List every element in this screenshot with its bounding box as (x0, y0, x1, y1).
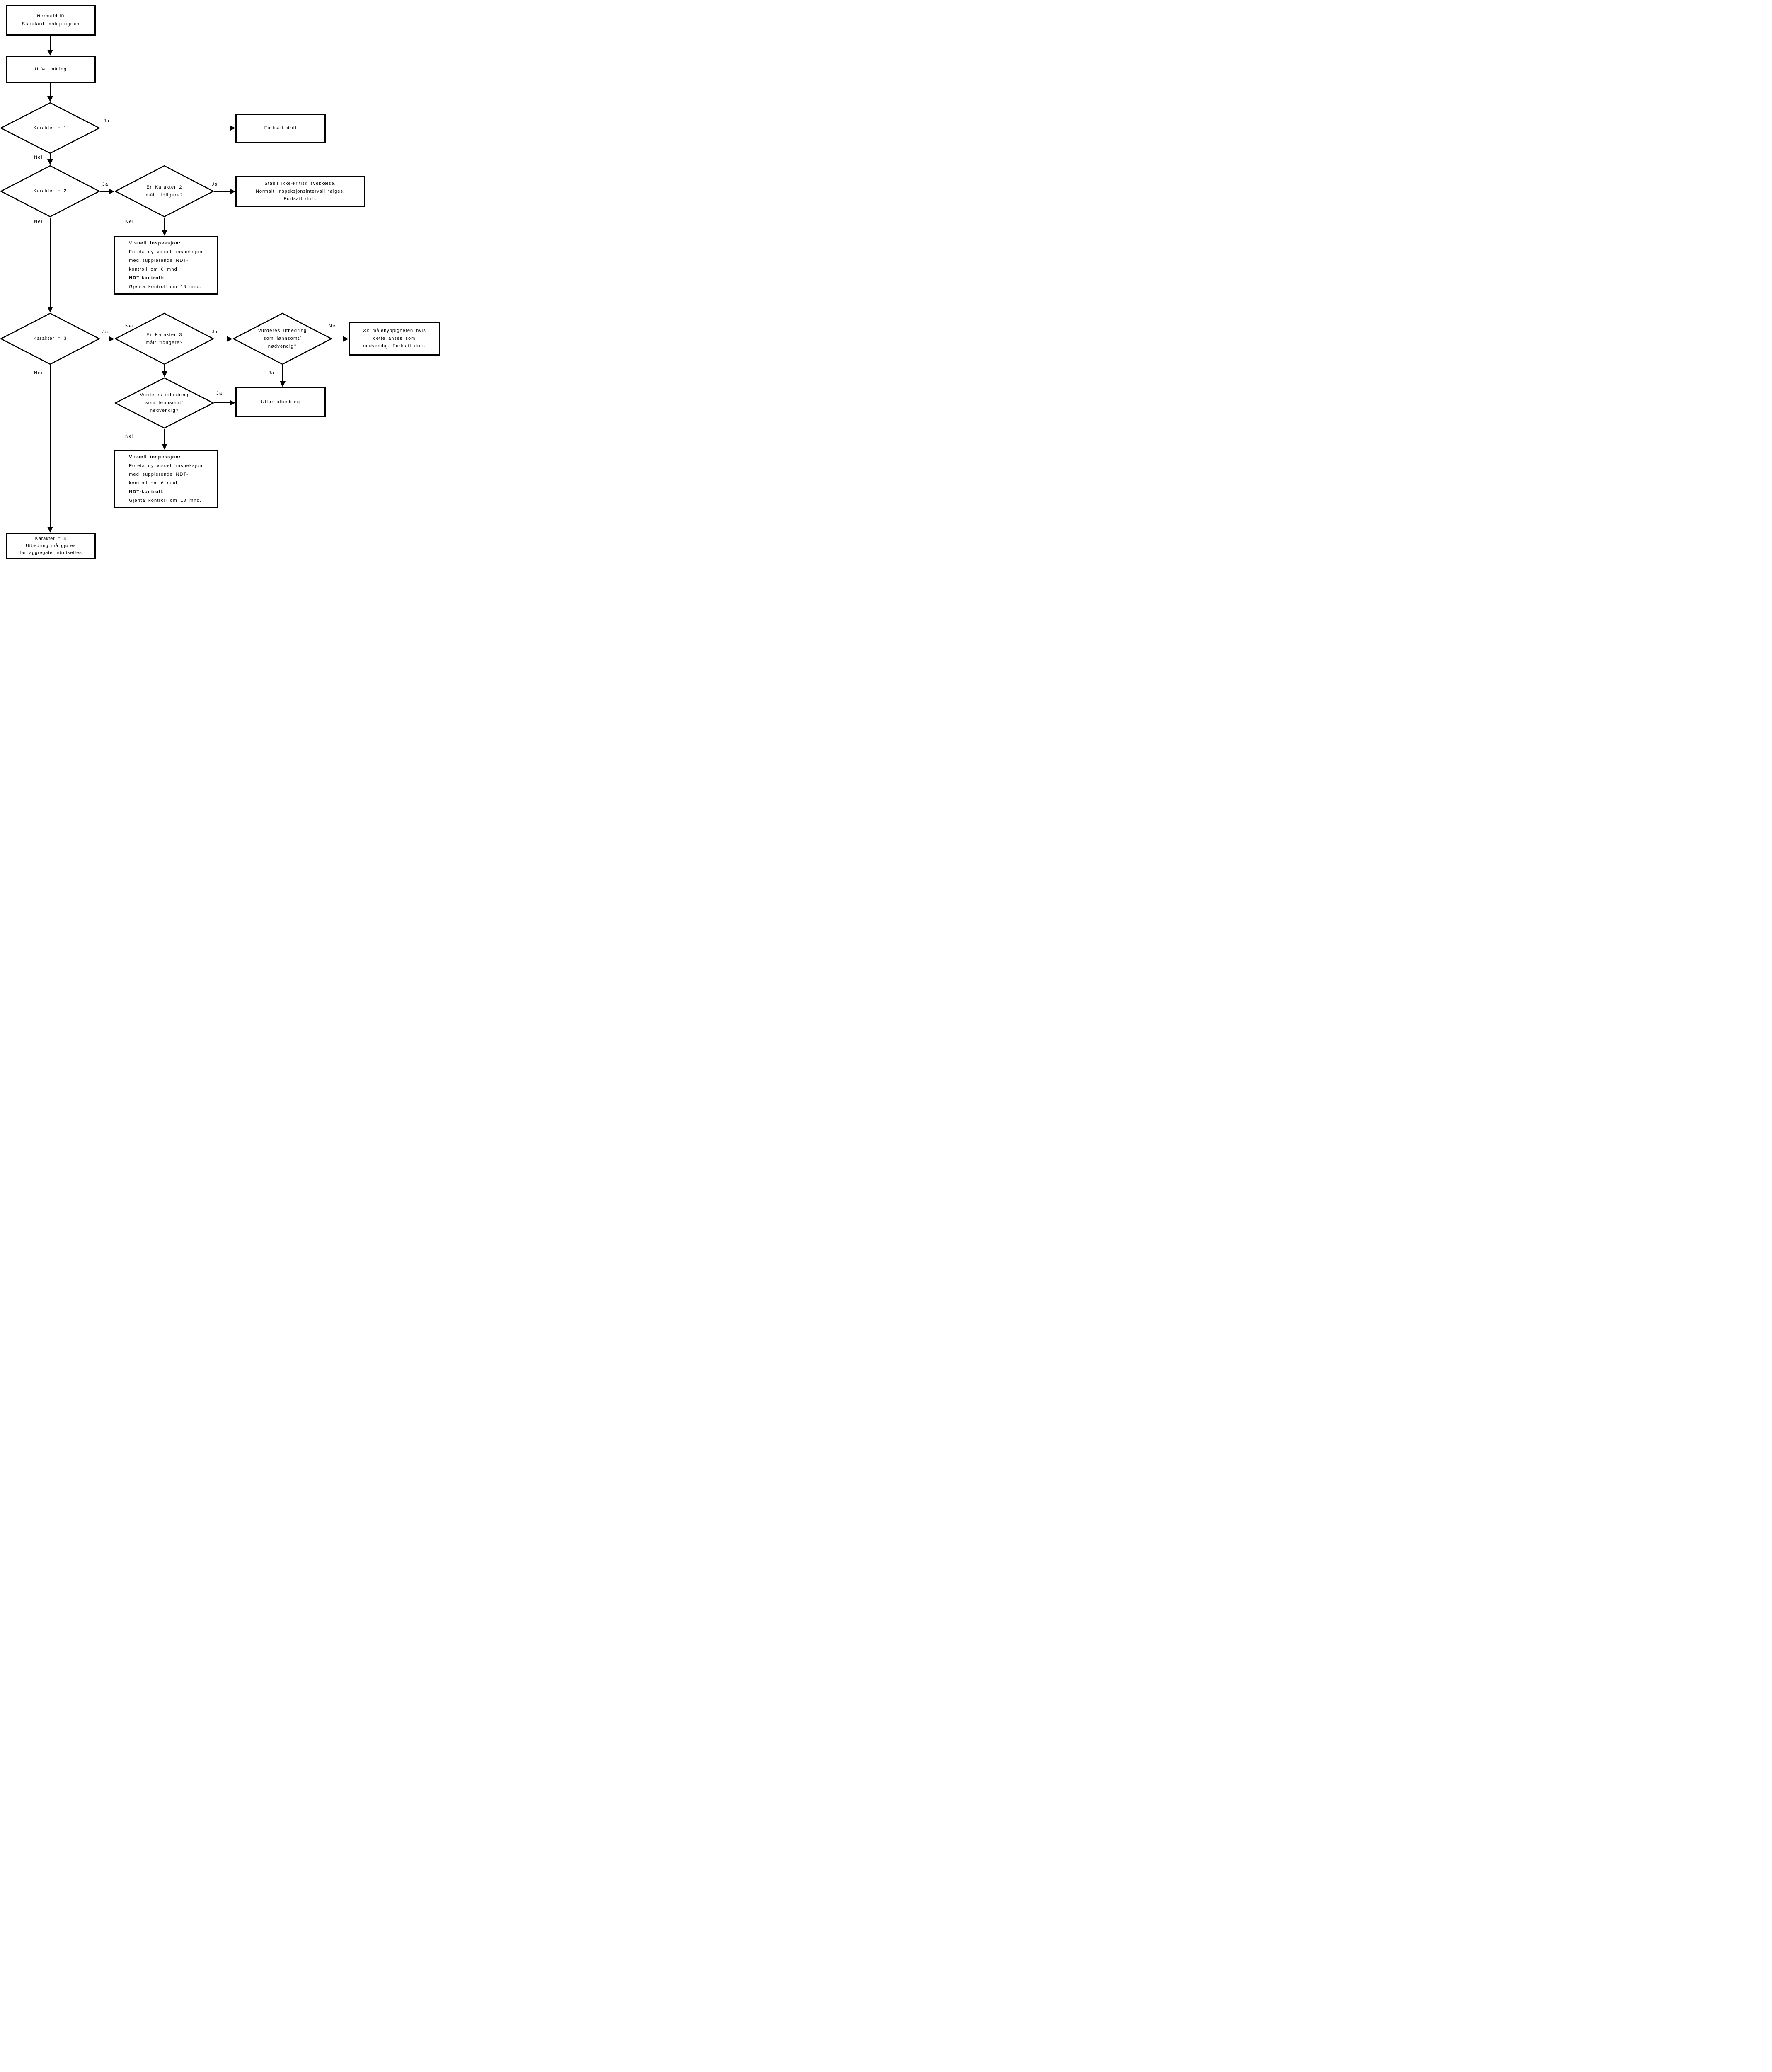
edge-label-ja: Ja (216, 391, 223, 396)
diamond-shape (0, 312, 100, 365)
edge-label-ja: Ja (104, 119, 110, 123)
node-visuell-inspeksjon-2-text: Visuell inspeksjon: Foreta ny visuell in… (125, 451, 207, 506)
flowchart-canvas: Ja Nei Ja Ja Nei Nei Ja Ja Nei Ja Nei Ja… (0, 0, 443, 561)
decision-vurderes-utbedring-1: Vurderes utbedring som lønnsomt/ nødvend… (232, 312, 332, 365)
arrowhead-down-icon (47, 527, 53, 533)
ndt-body: Gjenta kontroll om 18 mnd. (129, 284, 202, 289)
edge-label-ja: Ja (269, 370, 275, 375)
arrowhead-right-icon (227, 336, 232, 342)
arrowhead-right-icon (109, 189, 114, 194)
edge-vurderes-utfor-line (282, 365, 283, 381)
node-normaldrift-label: Normaldrift Standard måleprogram (22, 14, 80, 27)
diamond-shape (232, 312, 332, 365)
decision-vurderes-utbedring-2: Vurderes utbedring som lønnsomt/ nødvend… (114, 377, 214, 429)
edge-label-ja: Ja (212, 182, 218, 187)
decision-karakter-3-tidligere-label: Er Karakter 3 målt tidligere? (145, 332, 183, 345)
arrowhead-down-icon (47, 159, 53, 165)
node-visuell-inspeksjon-1: Visuell inspeksjon: Foreta ny visuell in… (114, 236, 218, 295)
decision-karakter-2: Karakter = 2 (0, 165, 100, 218)
node-ok-malehyppighet: Øk målehyppigheten hvis dette anses som … (349, 322, 440, 356)
node-karakter-4-label: Karakter = 4 Utbedring må gjøres før agg… (19, 536, 82, 556)
arrowhead-down-icon (280, 381, 286, 387)
visuell-body: Foreta ny visuell inspeksjon med suppler… (129, 463, 203, 486)
arrowhead-right-icon (109, 336, 114, 342)
decision-vurderes-utbedring-2-label: Vurderes utbedring som lønnsomt/ nødvend… (140, 392, 189, 413)
arrowhead-down-icon (47, 96, 53, 102)
diamond-shape (114, 312, 214, 365)
edge-vurderes2-utfor-line (214, 402, 230, 403)
edge-label-ja: Ja (102, 182, 109, 187)
node-utfor-maling: Utfør måling (6, 56, 96, 83)
node-karakter-4: Karakter = 4 Utbedring må gjøres før agg… (6, 533, 96, 559)
decision-karakter-3: Karakter = 3 (0, 312, 100, 365)
edge-label-nei: Nei (125, 324, 134, 329)
edge-k2-k3-line (50, 218, 51, 307)
arrowhead-down-icon (47, 50, 53, 56)
diamond-shape (114, 165, 214, 218)
edge-k1-k2-line (50, 154, 51, 159)
node-fortsatt-drift: Fortsatt drift (235, 114, 326, 143)
node-fortsatt-drift-label: Fortsatt drift (264, 126, 297, 131)
edge-label-ja: Ja (212, 329, 218, 334)
node-ok-malehyppighet-label: Øk målehyppigheten hvis dette anses som … (363, 328, 426, 349)
ndt-body: Gjenta kontroll om 18 mnd. (129, 498, 202, 503)
edge-label-nei: Nei (329, 324, 338, 329)
arrowhead-down-icon (162, 230, 167, 236)
decision-karakter-2-tidligere-label: Er Karakter 2 målt tidligere? (145, 184, 183, 198)
decision-karakter-2-tidligere: Er Karakter 2 målt tidligere? (114, 165, 214, 218)
ndt-heading: NDT-kontroll: (129, 275, 165, 281)
arrowhead-right-icon (230, 125, 235, 131)
node-normaldrift: Normaldrift Standard måleprogram (6, 5, 96, 36)
node-utfor-utbedring-label: Utfør utbedring (261, 399, 300, 404)
node-stabil-svekkelse: Stabil ikke-kritisk svekkelse. Normalt i… (235, 176, 365, 207)
decision-karakter-3-label: Karakter = 3 (33, 336, 67, 341)
node-utfor-utbedring: Utfør utbedring (235, 387, 326, 417)
decision-karakter-1-label: Karakter = 1 (33, 125, 67, 131)
diamond-shape (114, 377, 214, 429)
ndt-heading: NDT-kontroll: (129, 489, 165, 494)
edge-vurderes2-visuell2-line (164, 429, 165, 444)
edge-k3-k4-line (50, 365, 51, 527)
diamond-shape (0, 165, 100, 218)
edge-k2tidligere-stabil-line (214, 191, 230, 192)
decision-karakter-2-label: Karakter = 2 (33, 189, 67, 194)
arrowhead-down-icon (162, 371, 167, 377)
arrowhead-right-icon (343, 336, 349, 342)
visuell-heading: Visuell inspeksjon: (129, 455, 181, 460)
arrowhead-down-icon (47, 307, 53, 312)
node-visuell-inspeksjon-2: Visuell inspeksjon: Foreta ny visuell in… (114, 450, 218, 508)
edge-label-nei: Nei (125, 434, 134, 439)
edge-k2tidligere-visuell1-line (164, 218, 165, 230)
edge-label-nei: Nei (125, 219, 134, 224)
node-utfor-maling-label: Utfør måling (34, 66, 67, 72)
edge-label-ja: Ja (102, 329, 109, 334)
edge-measure-k1-line (50, 83, 51, 96)
decision-karakter-1: Karakter = 1 (0, 102, 100, 154)
diamond-shape (0, 102, 100, 154)
arrowhead-right-icon (230, 189, 235, 194)
edge-start-measure-line (50, 36, 51, 50)
edge-label-nei: Nei (34, 219, 43, 224)
decision-karakter-3-tidligere: Er Karakter 3 målt tidligere? (114, 312, 214, 365)
node-stabil-svekkelse-label: Stabil ikke-kritisk svekkelse. Normalt i… (255, 181, 345, 202)
arrowhead-right-icon (230, 400, 235, 406)
edge-label-nei: Nei (34, 155, 43, 160)
decision-vurderes-utbedring-1-label: Vurderes utbedring som lønnsomt/ nødvend… (258, 328, 307, 349)
node-visuell-inspeksjon-1-text: Visuell inspeksjon: Foreta ny visuell in… (125, 237, 207, 293)
edge-k3tidligere-vurderes2-line (164, 365, 165, 371)
edge-label-nei: Nei (34, 370, 43, 375)
visuell-heading: Visuell inspeksjon: (129, 241, 181, 246)
edge-k2-k2tidligere-line (100, 191, 109, 192)
arrowhead-down-icon (162, 444, 167, 450)
visuell-body: Foreta ny visuell inspeksjon med suppler… (129, 249, 203, 272)
